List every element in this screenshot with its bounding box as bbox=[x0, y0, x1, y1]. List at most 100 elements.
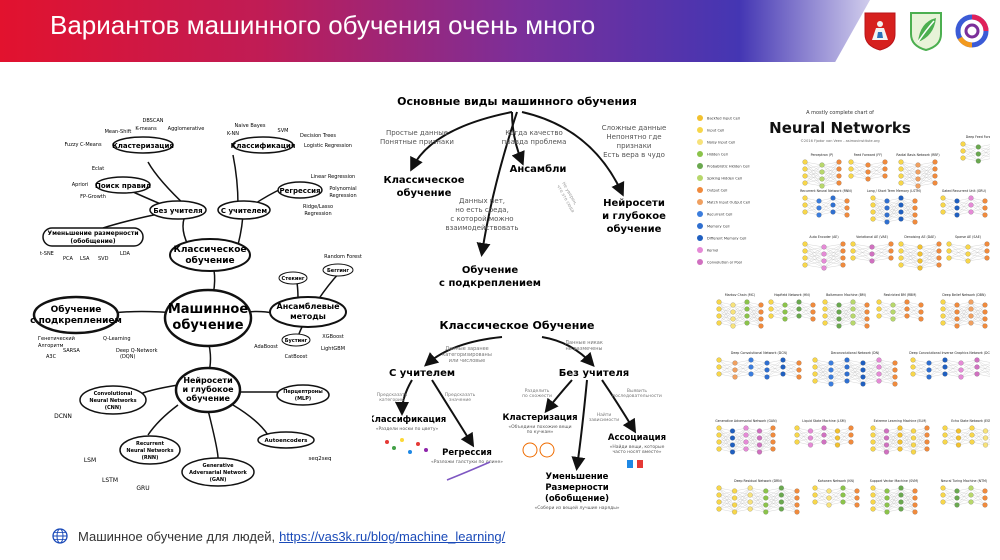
network-label: Deep Belief Network (DBN) bbox=[942, 293, 985, 297]
network-edge bbox=[838, 301, 854, 313]
network-edge bbox=[872, 437, 887, 450]
network-edge bbox=[846, 376, 864, 382]
neural-network-chart: A mostly complete chart of Neural Networ… bbox=[688, 96, 990, 536]
network-edge bbox=[958, 427, 973, 446]
network-node bbox=[807, 428, 813, 434]
network-node bbox=[960, 155, 966, 161]
network-edge bbox=[750, 508, 766, 513]
network-node bbox=[954, 488, 960, 494]
network-node bbox=[748, 364, 754, 370]
bagging-label: Беггинг bbox=[327, 268, 349, 274]
network-node bbox=[983, 442, 989, 448]
network-edge bbox=[750, 373, 768, 378]
legend-label: Hidden Cell bbox=[707, 153, 728, 157]
boosting-label: Бустинг bbox=[285, 338, 308, 344]
network-diagram: Gated Recurrent Unit (GRU) bbox=[940, 189, 988, 218]
nn-subtitle: A mostly complete chart of bbox=[806, 110, 874, 116]
network-edge bbox=[886, 434, 901, 453]
network-edge bbox=[919, 243, 940, 269]
network-node bbox=[917, 244, 923, 250]
network-edge bbox=[718, 490, 735, 496]
network-node bbox=[884, 488, 890, 494]
footer-link[interactable]: https://vas3k.ru/blog/machine_learning/ bbox=[279, 528, 506, 544]
legend-label: Output Cell bbox=[707, 189, 727, 193]
network-edge bbox=[886, 501, 902, 513]
network-node bbox=[898, 499, 904, 505]
network-edge bbox=[862, 359, 880, 378]
network-node bbox=[940, 202, 946, 208]
network-node bbox=[968, 485, 974, 491]
network-edge bbox=[732, 301, 748, 327]
network-edge bbox=[871, 243, 892, 262]
network-edge bbox=[928, 373, 946, 378]
network-node bbox=[869, 244, 875, 250]
network-edge bbox=[956, 308, 972, 327]
network-node bbox=[819, 176, 825, 182]
network-edge bbox=[962, 146, 979, 152]
note-right-2: не размечены bbox=[566, 346, 603, 352]
term-eclat: Eclat bbox=[92, 166, 104, 172]
complex-2: Непонятно где bbox=[606, 133, 661, 141]
network-edge bbox=[976, 359, 990, 363]
network-edge bbox=[759, 427, 774, 446]
network-node bbox=[983, 435, 989, 441]
term-sarsa: SARSA bbox=[63, 348, 80, 354]
network-edge bbox=[850, 171, 869, 177]
network-label: Perceptron (P) bbox=[811, 153, 834, 157]
network-node bbox=[954, 302, 960, 308]
network-node bbox=[758, 323, 764, 329]
types-nn-3: обучение bbox=[607, 223, 662, 235]
network-node bbox=[912, 205, 918, 211]
network-edge bbox=[804, 246, 825, 259]
term-linreg: Linear Regression bbox=[311, 174, 355, 180]
network-edge bbox=[878, 304, 894, 317]
gan-label-2: Adversarial Network bbox=[189, 470, 247, 476]
classic-learning-tree: Классическое Обучение Данные заранее кат… bbox=[372, 319, 666, 511]
legend-label: Kernel bbox=[707, 249, 718, 253]
network-edge bbox=[781, 490, 798, 496]
network-edge bbox=[900, 243, 921, 248]
network-edge bbox=[814, 359, 832, 364]
network-edge bbox=[734, 487, 751, 492]
network-node bbox=[794, 502, 800, 508]
network-edge bbox=[830, 366, 848, 385]
network-node bbox=[743, 439, 749, 445]
network-node bbox=[821, 265, 827, 271]
network-node bbox=[865, 176, 871, 182]
network-edge bbox=[913, 441, 928, 453]
term-catboost: CatBoost bbox=[285, 354, 308, 360]
network-edge bbox=[862, 373, 880, 385]
network-node bbox=[835, 435, 841, 441]
network-edge bbox=[886, 427, 901, 446]
network-edge bbox=[838, 315, 854, 327]
network-edge bbox=[871, 243, 892, 255]
network-node bbox=[870, 492, 876, 498]
clustering-label: Кластеризация bbox=[112, 142, 174, 150]
legend-swatch bbox=[697, 235, 703, 241]
network-node bbox=[778, 485, 784, 491]
rl-label-2: с подкреплением bbox=[30, 316, 122, 326]
network-edge bbox=[718, 304, 734, 317]
network-node bbox=[982, 316, 988, 322]
network-node bbox=[898, 173, 904, 179]
network-node bbox=[836, 173, 842, 179]
network-edge bbox=[821, 161, 840, 173]
network-edge bbox=[732, 308, 748, 327]
network-node bbox=[982, 198, 988, 204]
network-node bbox=[898, 216, 904, 222]
network-edge bbox=[872, 200, 888, 220]
network-node bbox=[796, 374, 802, 380]
network-edge bbox=[878, 362, 896, 375]
network-edge bbox=[718, 362, 736, 368]
network-edge bbox=[886, 211, 902, 223]
network-edge bbox=[900, 200, 916, 213]
network-node bbox=[796, 299, 802, 305]
term-xgboost: XGBoost bbox=[322, 334, 343, 340]
network-edge bbox=[770, 304, 786, 317]
stacking-label: Стекинг bbox=[282, 276, 305, 282]
network-node bbox=[768, 299, 774, 305]
network-node bbox=[884, 495, 890, 501]
network-edge bbox=[766, 373, 784, 378]
network-diagram: Deep Convolutional Inverse Graphics Netw… bbox=[909, 351, 990, 380]
network-edge bbox=[828, 487, 844, 506]
